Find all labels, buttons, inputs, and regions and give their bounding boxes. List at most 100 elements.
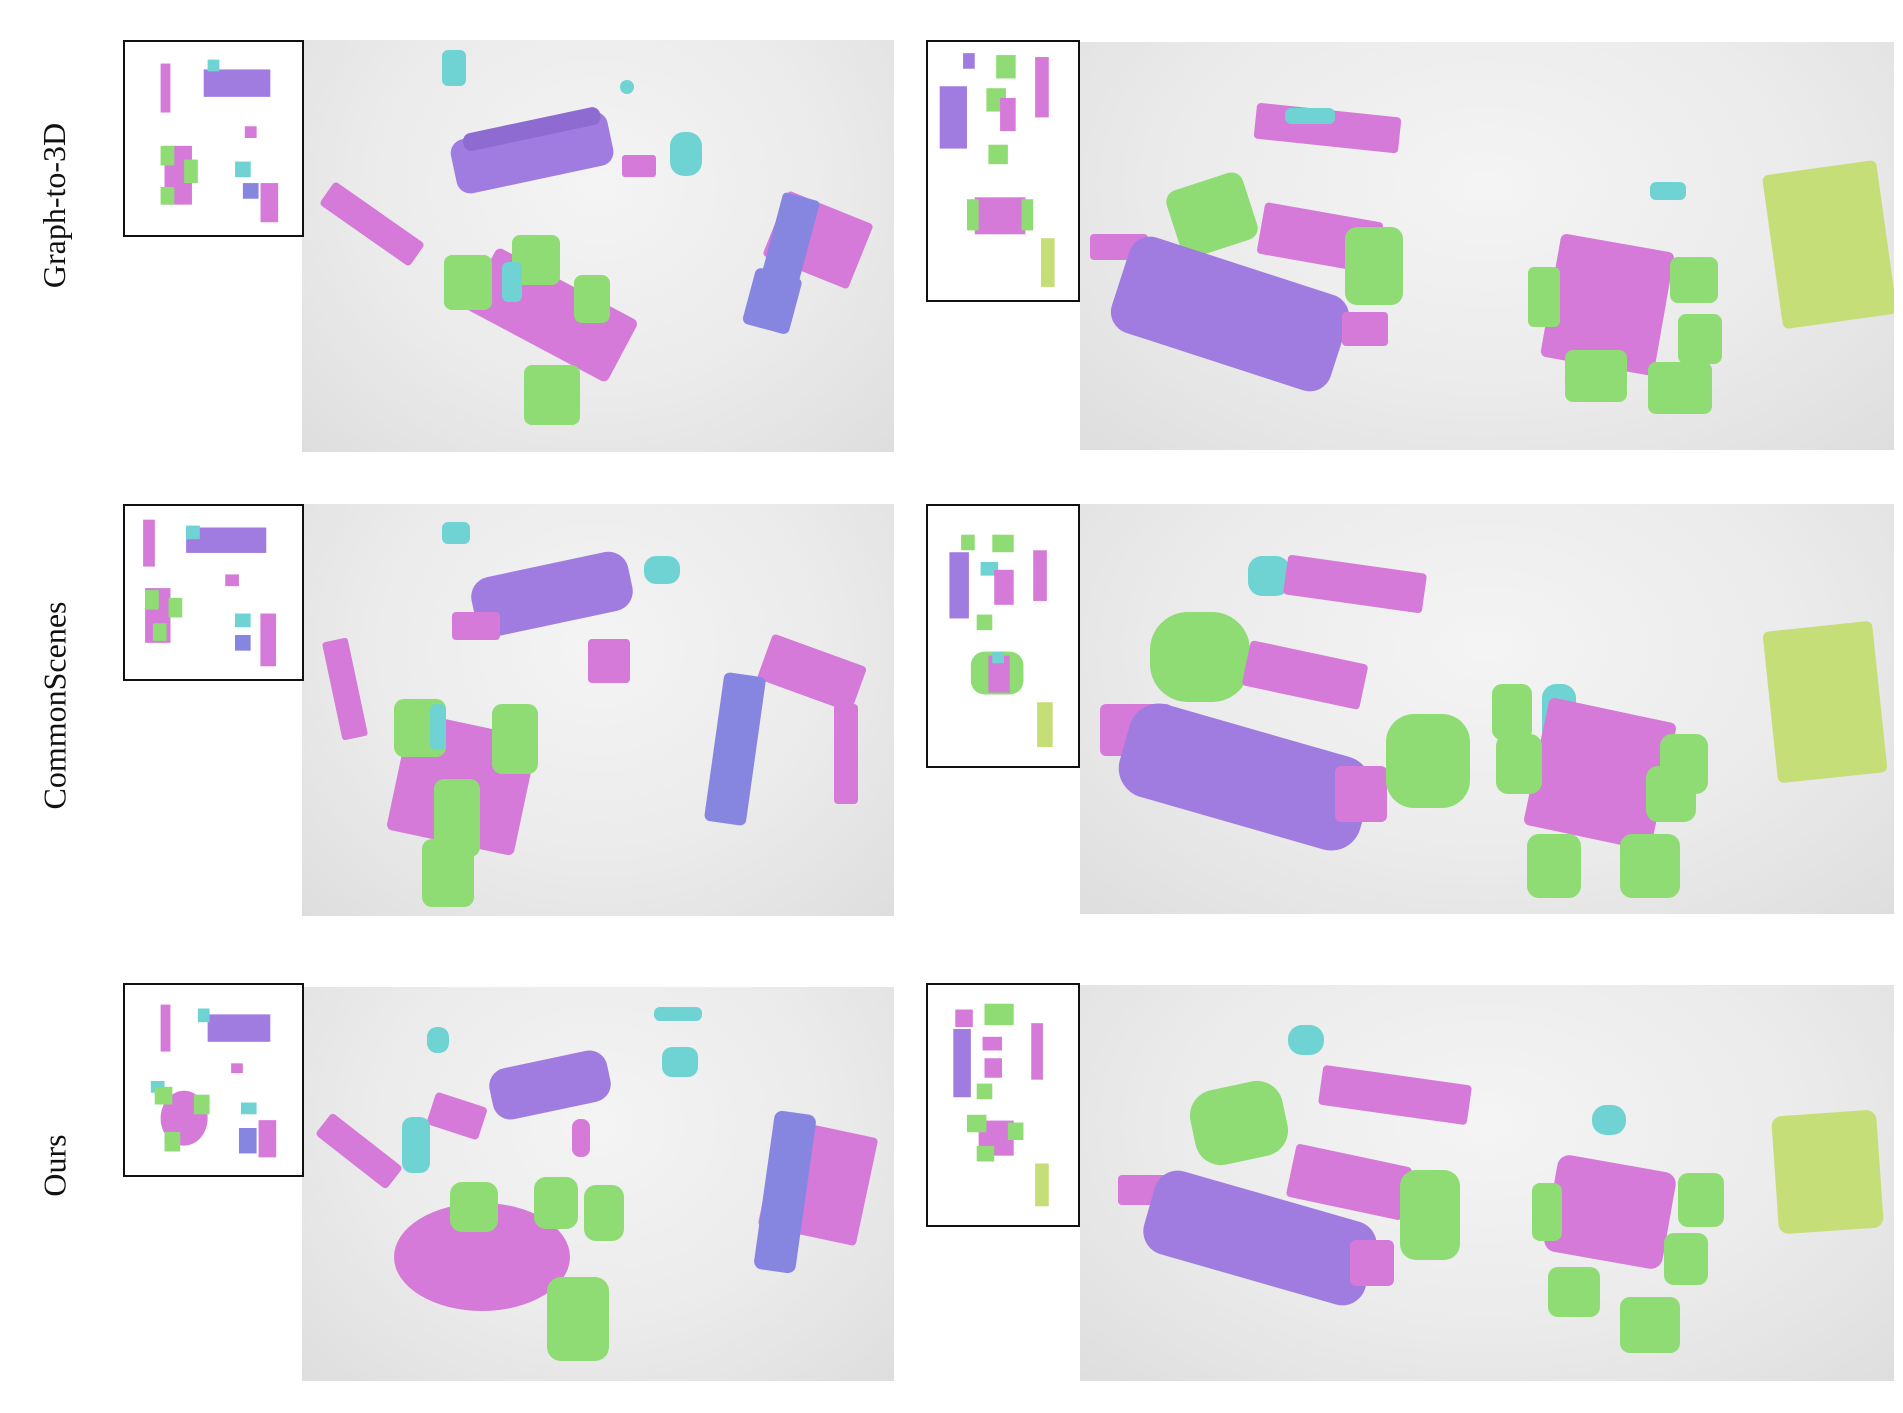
- table-icon: [974, 197, 1026, 235]
- lamp-icon: [430, 704, 446, 750]
- chair-icon: [512, 235, 560, 285]
- chair-icon: [1678, 314, 1722, 364]
- sofa-icon: [963, 53, 975, 69]
- table-icon: [244, 126, 257, 139]
- chair-icon: [1664, 1233, 1708, 1285]
- sofa-icon: [1110, 236, 1350, 392]
- table-icon: [757, 634, 867, 712]
- sofa-icon: [939, 86, 967, 149]
- sofa-icon: [462, 107, 601, 151]
- chair-icon: [966, 1114, 987, 1133]
- chair-icon: [434, 779, 480, 857]
- table-icon: [1350, 1240, 1394, 1286]
- wardrobe-icon: [235, 635, 251, 651]
- chair-icon: [1670, 257, 1718, 303]
- chair-icon: [992, 534, 1014, 553]
- lamp-icon: [1288, 1025, 1324, 1055]
- scene-render-graph-to-3d-left: [302, 40, 894, 452]
- chair-icon: [160, 186, 175, 205]
- table-icon: [1524, 698, 1676, 850]
- sofa-icon: [471, 551, 633, 637]
- bed-icon: [1037, 702, 1053, 748]
- table-icon: [260, 183, 279, 223]
- sofa-icon: [450, 111, 614, 194]
- table-icon: [452, 612, 500, 640]
- chair-icon: [444, 255, 492, 310]
- lamp-icon: [402, 1117, 430, 1173]
- chair-icon: [154, 1086, 173, 1105]
- chair-icon: [1548, 1267, 1600, 1317]
- chair-icon: [184, 159, 198, 184]
- chair-icon: [1620, 1297, 1680, 1353]
- table-icon: [1242, 640, 1368, 710]
- chair-icon: [1345, 227, 1403, 305]
- sofa-icon: [1118, 703, 1372, 851]
- chair-icon: [976, 1145, 995, 1162]
- table-icon: [1342, 312, 1388, 346]
- scene-render-graph-to-3d-right: [1080, 42, 1894, 450]
- table-icon: [316, 1113, 402, 1189]
- lamp-icon: [670, 132, 702, 176]
- row-label-text: Ours: [36, 1133, 73, 1197]
- table-icon: [231, 1063, 243, 1074]
- chair-icon: [1532, 1183, 1562, 1241]
- bed-icon: [1035, 1163, 1049, 1207]
- table-icon: [1318, 1065, 1472, 1125]
- chair-icon: [1620, 834, 1680, 898]
- chair-icon: [1007, 1122, 1024, 1141]
- chair-icon: [168, 597, 183, 618]
- chair-icon: [574, 275, 610, 323]
- scene-render-commonscenes-right: [1080, 504, 1894, 914]
- lamp-icon: [207, 59, 220, 72]
- chair-icon: [1646, 766, 1696, 822]
- chair-icon: [988, 144, 1008, 165]
- sofa-icon: [203, 69, 271, 97]
- table-icon: [982, 1036, 1003, 1051]
- wardrobe-icon: [754, 1110, 816, 1274]
- lamp-icon: [442, 50, 466, 86]
- table-icon: [258, 1120, 277, 1158]
- table-icon: [260, 613, 277, 667]
- sofa-icon: [207, 1014, 271, 1042]
- table-icon: [322, 637, 368, 741]
- lamp-icon: [992, 651, 1004, 664]
- chair-icon: [1648, 362, 1712, 414]
- row-label-graph-to-3d: Graph-to-3D: [0, 40, 110, 370]
- chair-icon: [164, 1131, 181, 1152]
- lamp-icon: [502, 262, 522, 302]
- lamp-icon: [1592, 1105, 1626, 1135]
- chair-icon: [1021, 199, 1034, 231]
- sofa-icon: [949, 552, 969, 619]
- lamp-icon: [235, 161, 251, 178]
- table-icon: [1544, 1155, 1676, 1269]
- table-icon: [1540, 233, 1674, 376]
- chair-icon: [1565, 350, 1627, 402]
- table-icon: [1286, 1144, 1412, 1220]
- table-icon: [955, 1009, 973, 1028]
- chair-icon: [996, 55, 1016, 79]
- bed-icon: [1762, 160, 1894, 329]
- scene-render-ours-left: [302, 987, 894, 1381]
- row-label-text: Graph-to-3D: [36, 122, 73, 288]
- chair-icon: [976, 614, 993, 631]
- chair-icon: [1528, 267, 1560, 327]
- table-icon: [572, 1119, 590, 1157]
- table-icon: [1035, 57, 1049, 118]
- chair-icon: [1400, 1170, 1460, 1260]
- chair-icon: [976, 1083, 993, 1100]
- table-icon: [984, 1058, 1003, 1078]
- row-label-ours: Ours: [0, 1000, 110, 1330]
- row-label-commonscenes: CommonScenes: [0, 505, 110, 905]
- chair-icon: [422, 839, 474, 907]
- lamp-icon: [150, 1080, 165, 1093]
- table-icon: [1335, 766, 1387, 822]
- chair-icon: [145, 590, 159, 610]
- wardrobe-icon: [242, 183, 259, 199]
- top-down-inset-ours-left: [123, 983, 304, 1177]
- row-label-text: CommonScenes: [36, 601, 73, 809]
- scene-render-ours-right: [1080, 985, 1894, 1381]
- table-icon: [1283, 554, 1427, 614]
- chair-icon: [160, 145, 175, 166]
- chair-icon: [1189, 1080, 1289, 1166]
- chair-icon: [1166, 172, 1258, 258]
